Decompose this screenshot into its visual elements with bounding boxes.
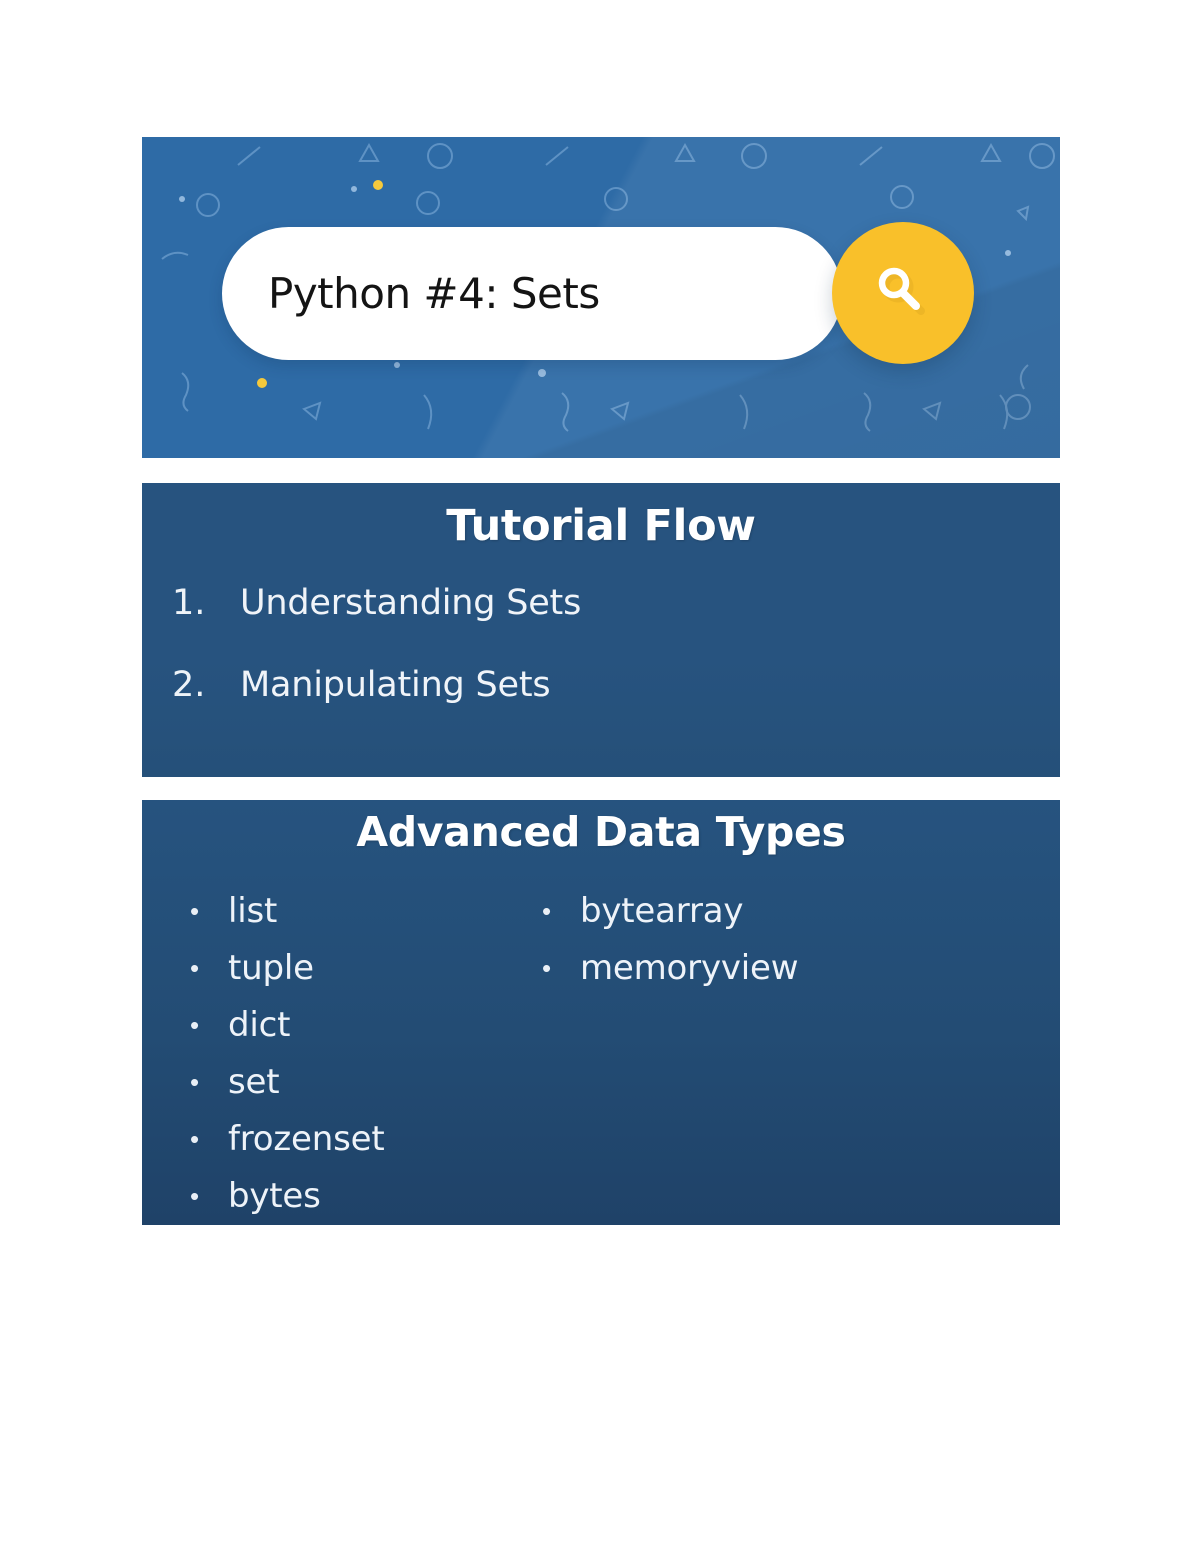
list-item: • dict xyxy=(190,996,542,1053)
list-item-label: Understanding Sets xyxy=(240,583,582,623)
list-item-label: set xyxy=(228,1061,280,1102)
list-item-label: frozenset xyxy=(228,1118,385,1159)
bullet-icon: • xyxy=(190,952,200,983)
list-item-label: list xyxy=(228,890,278,931)
list-item: • tuple xyxy=(190,939,542,996)
bullet-icon: • xyxy=(190,1009,200,1040)
hero-banner: Python #4: Sets xyxy=(142,137,1060,458)
bullet-icon: • xyxy=(190,1066,200,1097)
data-types-column-1: • list • tuple • dict • set • frozense xyxy=(142,882,542,1224)
list-item: • memoryview xyxy=(542,939,1002,996)
bullet-icon: • xyxy=(190,895,200,926)
bullet-icon: • xyxy=(542,952,552,983)
list-item: • bytes xyxy=(190,1167,542,1224)
list-item: 2. Manipulating Sets xyxy=(172,665,1060,705)
list-item-label: tuple xyxy=(228,947,314,988)
data-types-column-2: • bytearray • memoryview xyxy=(542,882,1002,1224)
list-item: • bytearray xyxy=(542,882,1002,939)
list-item-label: Manipulating Sets xyxy=(240,665,551,705)
list-item-label: dict xyxy=(228,1004,291,1045)
advanced-data-types-panel: Advanced Data Types • list • tuple • dic… xyxy=(142,800,1060,1225)
data-types-columns: • list • tuple • dict • set • frozense xyxy=(142,882,1060,1224)
list-item: • frozenset xyxy=(190,1110,542,1167)
bullet-icon: • xyxy=(542,895,552,926)
tutorial-flow-list: 1. Understanding Sets 2. Manipulating Se… xyxy=(142,583,1060,705)
list-item-label: memoryview xyxy=(580,947,799,988)
list-item: • set xyxy=(190,1053,542,1110)
list-item: • list xyxy=(190,882,542,939)
search-button[interactable] xyxy=(832,222,974,364)
bullet-icon: • xyxy=(190,1180,200,1211)
list-item-number: 2. xyxy=(172,665,206,705)
tutorial-flow-panel: Tutorial Flow 1. Understanding Sets 2. M… xyxy=(142,483,1060,777)
list-item: 1. Understanding Sets xyxy=(172,583,1060,623)
bullet-icon: • xyxy=(190,1123,200,1154)
list-item-label: bytes xyxy=(228,1175,321,1216)
tutorial-flow-title: Tutorial Flow xyxy=(446,501,756,551)
search-input-value: Python #4: Sets xyxy=(268,269,600,318)
magnifier-icon xyxy=(878,267,925,315)
list-item-label: bytearray xyxy=(580,890,744,931)
search-input[interactable]: Python #4: Sets xyxy=(222,227,842,360)
advanced-data-types-title: Advanced Data Types xyxy=(356,808,846,856)
list-item-number: 1. xyxy=(172,583,206,623)
